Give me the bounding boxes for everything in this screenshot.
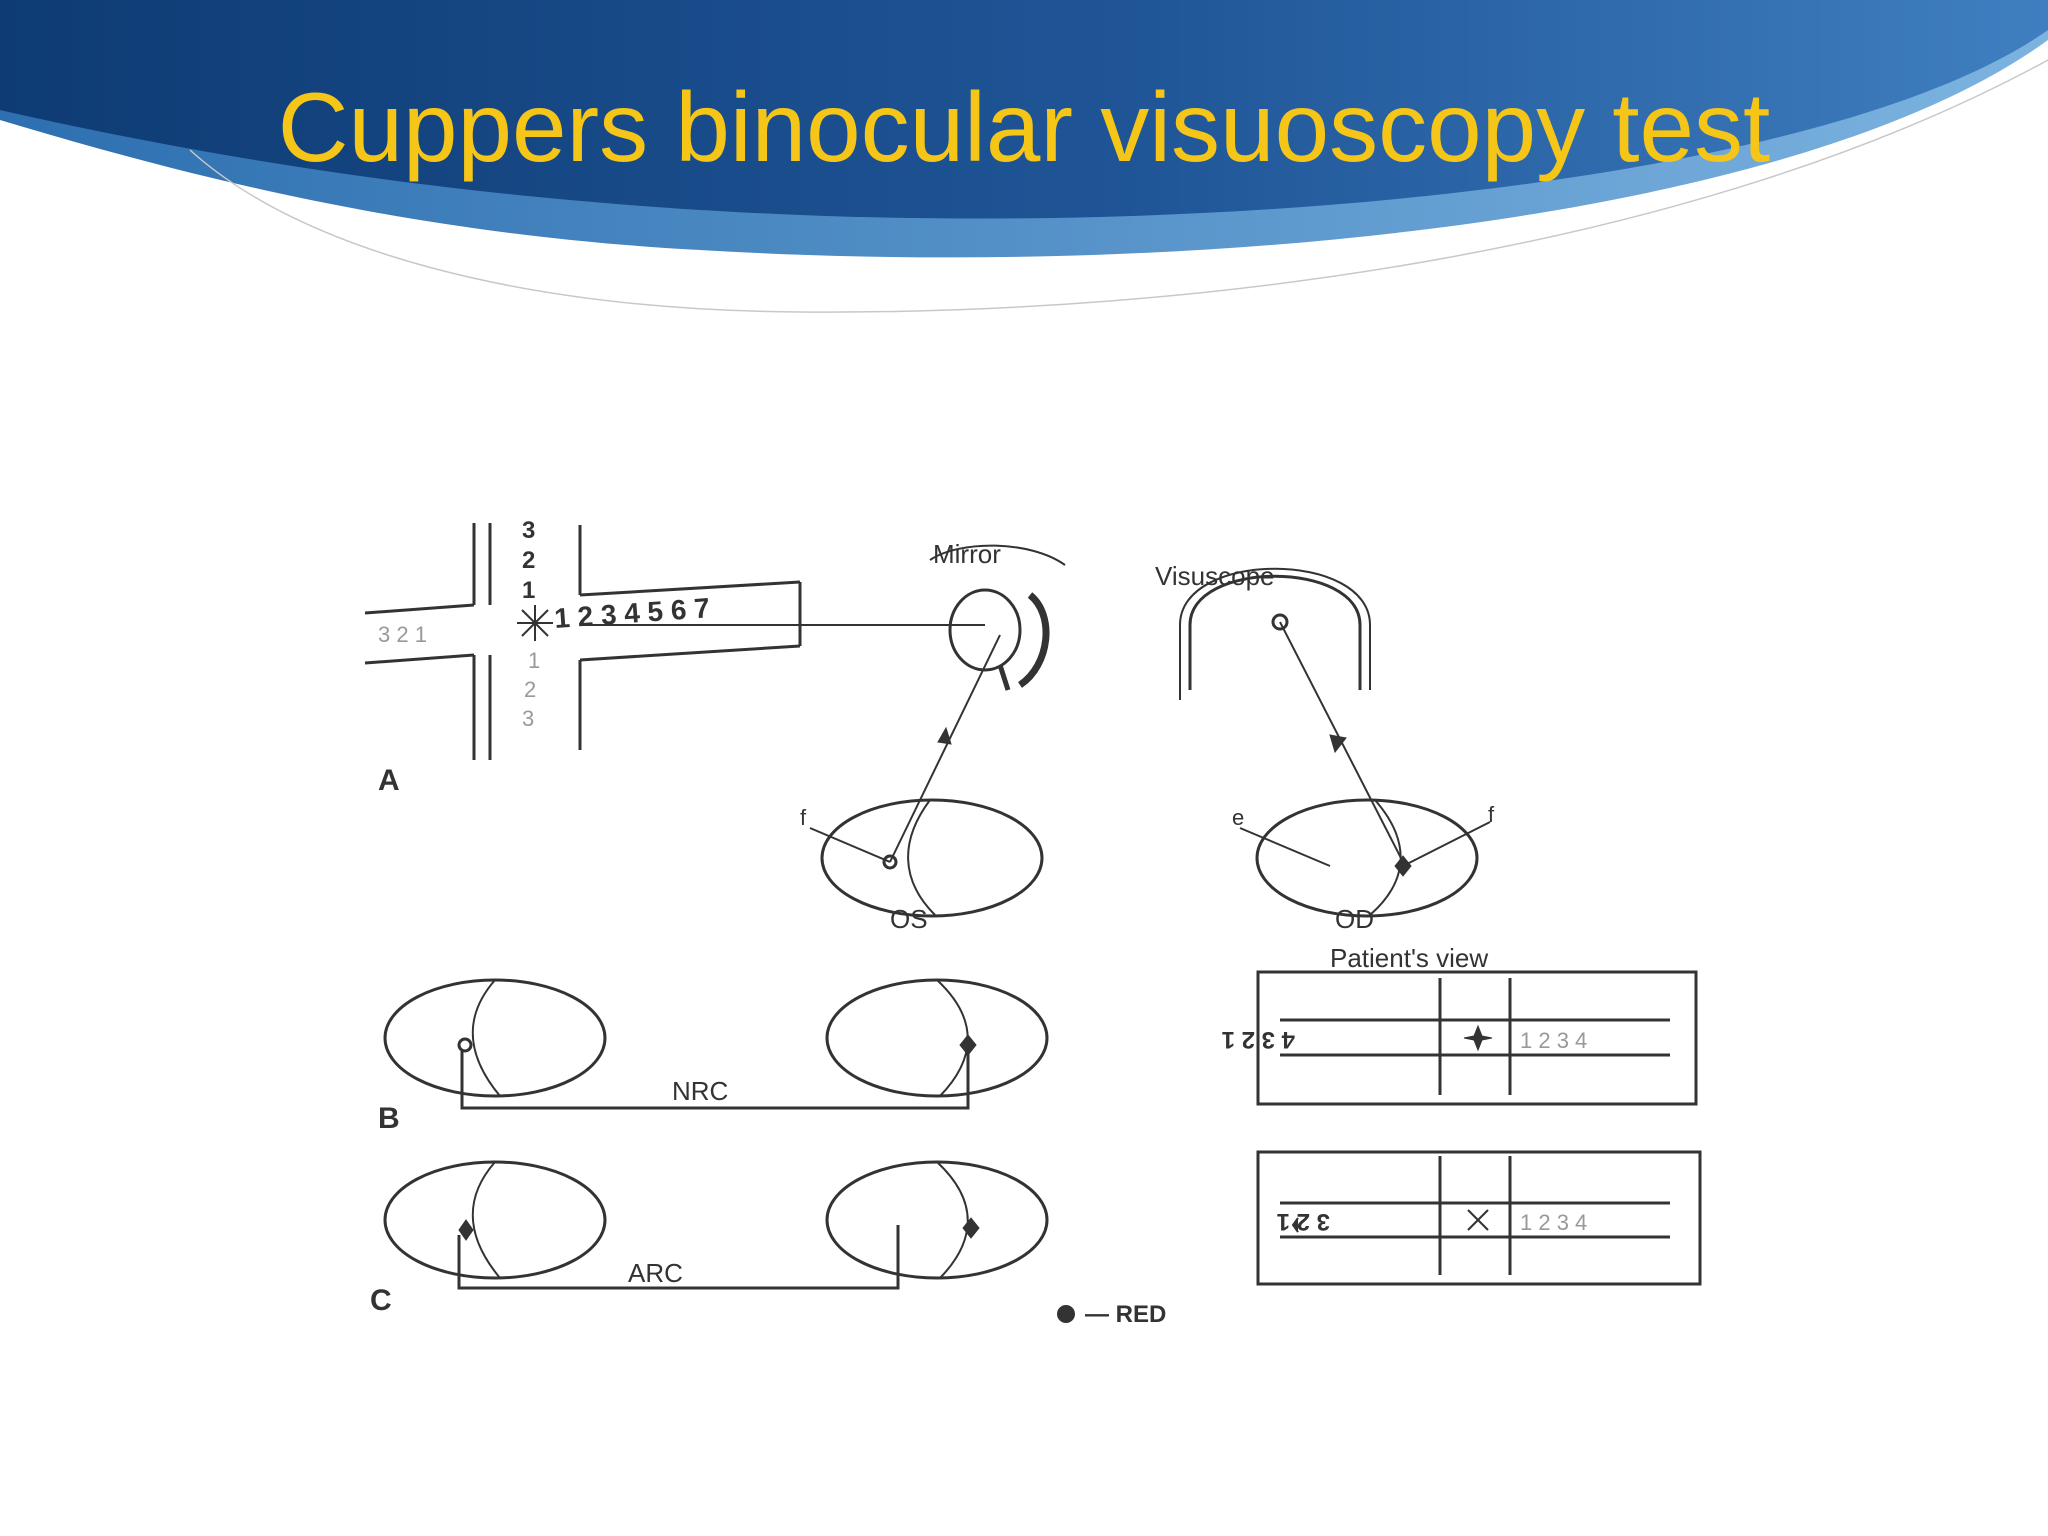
eye-os bbox=[809, 634, 1044, 918]
cross-right-numbers: 1 2 3 4 5 6 7 bbox=[553, 592, 710, 634]
fixation-star-icon-c bbox=[1467, 1209, 1489, 1231]
slide-title: Cuppers binocular visuoscopy test bbox=[277, 72, 1771, 182]
red-legend-text: — RED bbox=[1085, 1301, 1166, 1328]
cross-top-number-2: 2 bbox=[522, 547, 535, 574]
patients-view-box-c bbox=[1256, 1150, 1702, 1286]
view-b-right-numbers: 1 2 3 4 bbox=[1520, 1028, 1587, 1053]
view-c-right-numbers: 1 2 3 4 bbox=[1520, 1210, 1587, 1235]
mirror-icon bbox=[929, 544, 1066, 691]
panel-b-eye-right bbox=[825, 978, 1049, 1098]
arc-bracket bbox=[457, 1225, 900, 1290]
visuscope-label: Visuscope bbox=[1155, 561, 1275, 591]
header-wave-dark bbox=[0, 0, 2048, 219]
panel-c-label: C bbox=[370, 1284, 392, 1317]
header-wave-outline bbox=[189, 59, 2048, 313]
cross-target bbox=[364, 523, 802, 760]
fixation-marker-f-right: f bbox=[1488, 802, 1495, 827]
visuscope-icon bbox=[1179, 567, 1371, 700]
fixation-star-icon bbox=[517, 605, 553, 641]
panel-a-label: A bbox=[378, 764, 400, 797]
eye-os-label: OS bbox=[890, 904, 928, 934]
cross-bottom-number-1: 1 bbox=[528, 648, 540, 673]
cross-top-number-1: 1 bbox=[522, 577, 535, 604]
view-b-left-numbers: 4 3 2 1 bbox=[1222, 1026, 1295, 1053]
fixation-marker-f-left: f bbox=[800, 805, 807, 830]
cross-bottom-number-2: 2 bbox=[524, 677, 536, 702]
fixation-marker-e: e bbox=[1232, 805, 1244, 830]
cross-bottom-number-3: 3 bbox=[522, 706, 534, 731]
patients-view-box-b bbox=[1256, 970, 1698, 1106]
nrc-label: NRC bbox=[672, 1076, 728, 1106]
cross-left-numbers: 3 2 1 bbox=[378, 622, 427, 647]
view-c-left-numbers: 3 2 1 bbox=[1277, 1208, 1330, 1235]
nrc-bracket bbox=[460, 1050, 970, 1110]
red-legend-dot-icon bbox=[1057, 1305, 1075, 1323]
header-wave-background bbox=[0, 0, 2048, 313]
cross-top-number-3: 3 bbox=[522, 517, 535, 544]
eye-od bbox=[1239, 621, 1491, 918]
eye-od-label: OD bbox=[1335, 904, 1374, 934]
panel-c-eye-left bbox=[383, 1160, 607, 1280]
patients-view-label: Patient's view bbox=[1330, 943, 1488, 973]
panel-c-eye-right bbox=[825, 1160, 1049, 1280]
arc-label: ARC bbox=[628, 1258, 683, 1288]
panel-b-label: B bbox=[378, 1102, 400, 1135]
panel-b-eye-left bbox=[383, 978, 607, 1098]
mirror-label: Mirror bbox=[933, 539, 1001, 569]
